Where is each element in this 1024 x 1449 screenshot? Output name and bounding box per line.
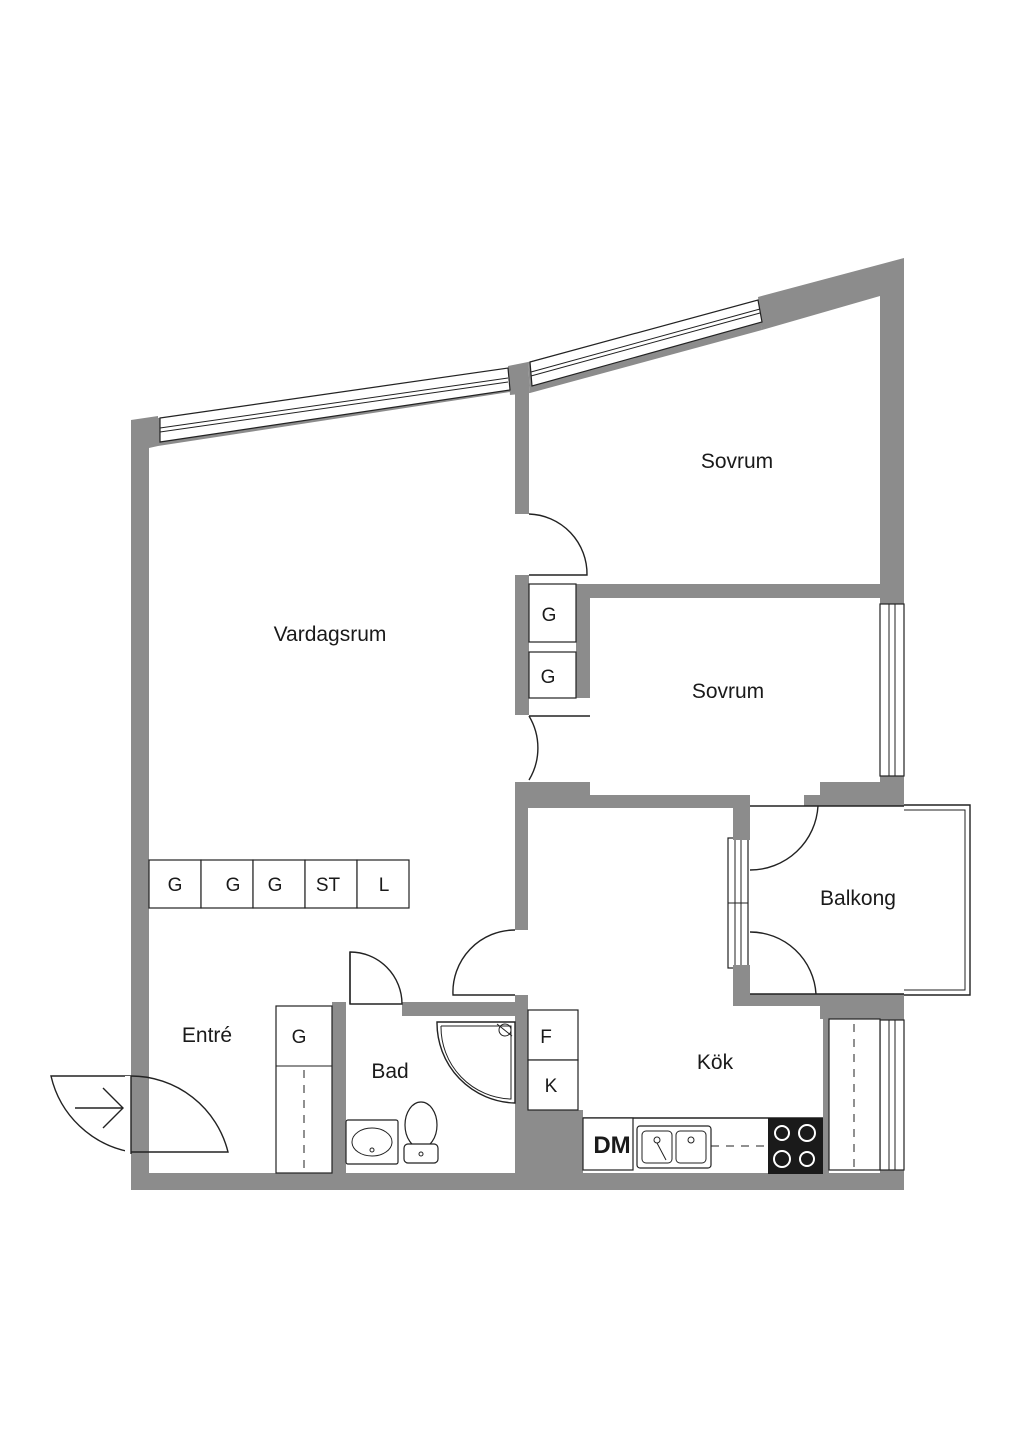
room-label-sovrum-1: Sovrum bbox=[701, 450, 773, 473]
fridge-label: F bbox=[540, 1027, 552, 1048]
closet-lower-label: G bbox=[541, 667, 556, 688]
entre-closet-label: G bbox=[292, 1027, 307, 1048]
room-label-sovrum-2: Sovrum bbox=[692, 680, 764, 703]
doors bbox=[50, 513, 819, 1154]
interior-walls bbox=[332, 392, 904, 1176]
kitchen-counter: DM bbox=[582, 1117, 823, 1174]
closet-upper-label: G bbox=[542, 605, 557, 626]
freezer-label: K bbox=[545, 1076, 558, 1097]
room-label-kok: Kök bbox=[697, 1051, 734, 1074]
closet-row: G G G ST L bbox=[148, 859, 410, 909]
windows bbox=[159, 299, 905, 1171]
closet-label-1: G bbox=[168, 875, 183, 896]
kitchen-side-cabinet bbox=[828, 1018, 881, 1171]
closet-label-5: L bbox=[379, 875, 390, 896]
closet-label-4: ST bbox=[316, 875, 341, 896]
balcony-outline bbox=[750, 804, 971, 996]
corridor-closets: G G bbox=[528, 583, 577, 699]
room-label-entre: Entré bbox=[182, 1024, 232, 1047]
closet-label-3: G bbox=[268, 875, 283, 896]
room-label-balkong: Balkong bbox=[820, 887, 896, 910]
entre-closet: G bbox=[275, 1005, 333, 1174]
entrance-arrow-icon bbox=[75, 1087, 124, 1129]
room-label-bad: Bad bbox=[371, 1060, 408, 1083]
shower bbox=[436, 1021, 516, 1104]
room-label-vardagsrum: Vardagsrum bbox=[274, 623, 387, 646]
sink-icon bbox=[345, 1119, 399, 1165]
kitchen-appliances: F K bbox=[527, 1009, 579, 1111]
closet-label-2: G bbox=[226, 875, 241, 896]
dishwasher-label: DM bbox=[593, 1132, 630, 1159]
toilet-icon bbox=[403, 1101, 439, 1164]
